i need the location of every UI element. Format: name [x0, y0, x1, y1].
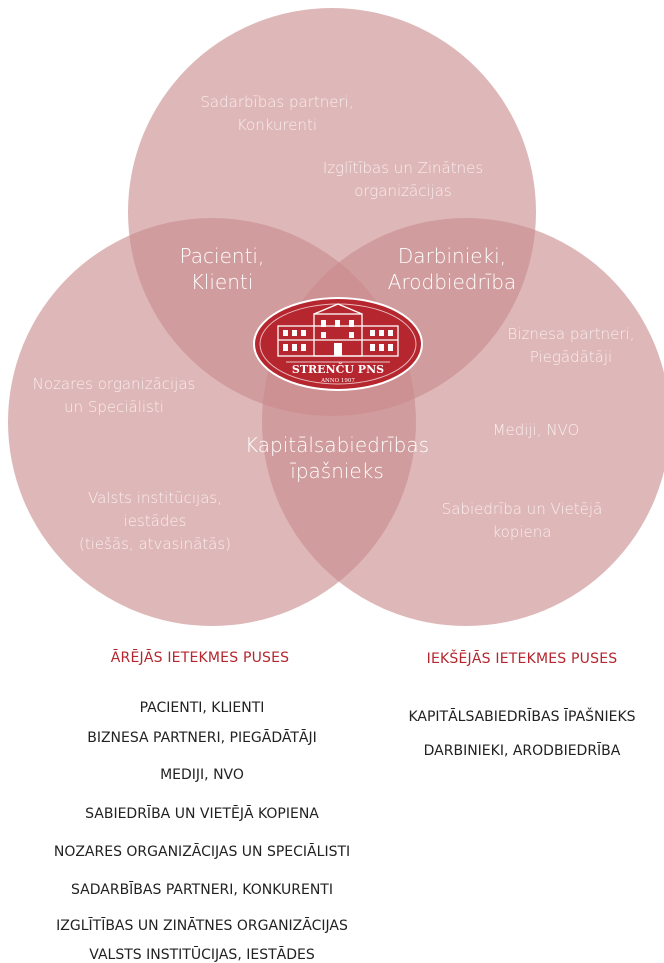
- label-nozares: Nozares organizācijas un Speciālisti: [32, 375, 196, 416]
- label-mediji: Mediji, NVO: [492, 421, 580, 439]
- label-izglitibas: Izglītības un Zinātnes organizācijas: [322, 159, 484, 200]
- label-sabiedriba: Sabiedrība un Vietējā kopiena: [441, 500, 603, 541]
- label-darbinieki: Darbinieki, Arodbiedrība: [387, 244, 517, 294]
- internal-item: KAPITĀLSABIEDRĪBAS ĪPAŠNIEKS: [408, 709, 636, 725]
- label-kapitalsabiedribas: Kapitālsabiedrības īpašnieks: [244, 433, 429, 483]
- external-item: BIZNESA PARTNERI, PIEGĀDĀTĀJI: [87, 730, 317, 746]
- external-item: NOZARES ORGANIZĀCIJAS UN SPECIĀLISTI: [53, 844, 351, 860]
- strencu-pns-logo: STRENČU PNS ANNO 1907: [253, 297, 423, 391]
- label-biznesa: Biznesa partneri, Piegādātāji: [507, 325, 635, 366]
- external-item: IZGLĪTĪBAS UN ZINĀTNES ORGANIZĀCIJAS: [56, 918, 348, 934]
- external-title: ĀRĒJĀS IETEKMES PUSES: [110, 650, 290, 666]
- external-item: VALSTS INSTITŪCIJAS, IESTĀDES: [89, 947, 315, 963]
- label-sadarbibas: Sadarbības partneri, Konkurenti: [200, 93, 354, 134]
- internal-title: IEKŠĒJĀS IETEKMES PUSES: [426, 651, 618, 667]
- internal-item: DARBINIEKI, ARODBIEDRĪBA: [423, 743, 621, 759]
- external-item: SADARBĪBAS PARTNERI, KONKURENTI: [71, 882, 333, 898]
- label-valsts: Valsts institūcijas, iestādes (tiešās, a…: [78, 489, 232, 553]
- svg-text:ANNO 1907: ANNO 1907: [320, 378, 355, 384]
- label-pacienti: Pacienti, Klienti: [179, 244, 265, 294]
- svg-text:STRENČU PNS: STRENČU PNS: [292, 362, 384, 376]
- external-item: MEDIJI, NVO: [160, 767, 244, 783]
- external-item: PACIENTI, KLIENTI: [139, 700, 265, 716]
- external-item: SABIEDRĪBA UN VIETĒJĀ KOPIENA: [85, 806, 319, 822]
